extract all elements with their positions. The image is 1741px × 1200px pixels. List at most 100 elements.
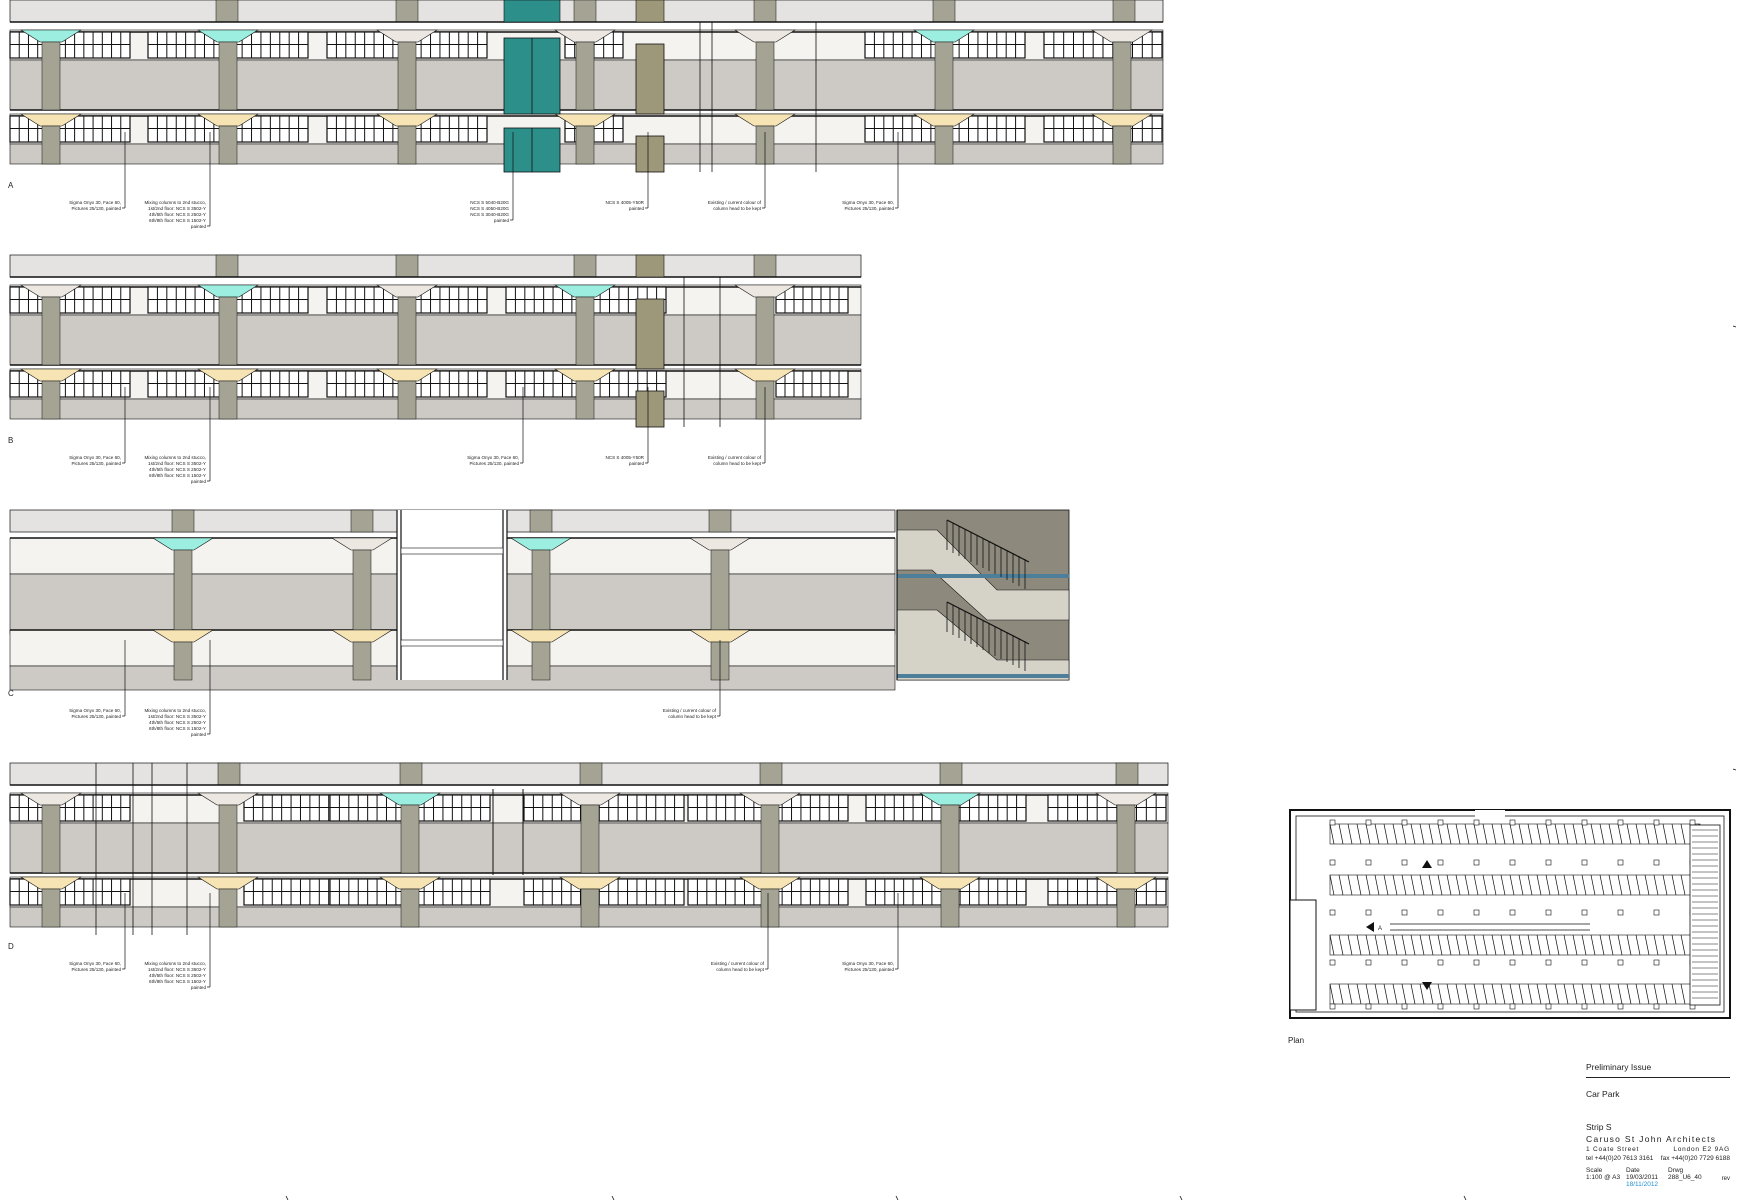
scale-value: 1:100 @ A3 <box>1586 1174 1621 1181</box>
column <box>196 876 260 928</box>
column <box>196 284 260 366</box>
plan-column <box>1653 819 1660 826</box>
section-arrow <box>1366 922 1374 932</box>
plan-column <box>1617 1003 1624 1010</box>
column-head <box>688 629 752 643</box>
column <box>151 537 215 631</box>
parking-bay <box>1347 983 1353 1005</box>
plan-column <box>1689 819 1696 826</box>
parapet-column <box>753 0 777 23</box>
plan-column <box>1437 1003 1444 1010</box>
plan-column <box>1653 909 1660 916</box>
parking-bay <box>1536 874 1542 896</box>
plan-column <box>1509 909 1516 916</box>
parking-bay <box>1437 983 1443 1005</box>
column-shaft <box>531 549 551 631</box>
parking-bay <box>1671 823 1677 845</box>
material-note: 1st/2nd floor: NCS S 3502-Y <box>148 967 206 972</box>
parking-bay <box>1347 934 1353 956</box>
material-note: Sigma Onyx 30, Face 60, <box>842 961 894 966</box>
parapet-column <box>529 509 553 533</box>
parking-bay <box>1464 934 1470 956</box>
parking-bay <box>1680 823 1686 845</box>
parapet-column <box>759 762 783 786</box>
slab-gap <box>10 22 1163 30</box>
parking-bay <box>1455 874 1461 896</box>
edge-tick <box>1732 325 1737 328</box>
column-shaft <box>400 804 420 874</box>
stair-landing <box>897 674 1069 678</box>
column-head <box>553 284 617 298</box>
material-note: Mixing columns to 2nd stucco, <box>144 200 206 205</box>
parking-bay <box>1410 934 1416 956</box>
material-note: painted <box>191 985 207 990</box>
material-note: Sigma Onyx 30, Face 60, <box>842 200 894 205</box>
plan-column <box>1617 819 1624 826</box>
plan-column <box>1329 819 1336 826</box>
parking-bay <box>1419 874 1425 896</box>
parking-bay <box>1338 983 1344 1005</box>
parking-bay <box>1644 934 1650 956</box>
plan-column <box>1401 959 1408 966</box>
parking-bay <box>1608 934 1614 956</box>
parking-bay <box>1437 823 1443 845</box>
lower-void <box>9 398 862 420</box>
material-note: 1st/2nd floor: NCS S 3502-Y <box>148 714 206 719</box>
parking-bay <box>1662 823 1668 845</box>
column <box>733 29 797 111</box>
elevation-c <box>9 509 1070 691</box>
column-head <box>553 29 617 43</box>
material-note: Sigma Onyx 30, Face 60, <box>69 708 121 713</box>
parking-bay <box>1392 874 1398 896</box>
ramp-grille <box>400 547 504 555</box>
column-head <box>912 29 976 43</box>
column <box>1090 29 1154 111</box>
parking-bay <box>1662 934 1668 956</box>
handrail <box>946 519 1030 563</box>
parking-bay <box>1383 823 1389 845</box>
column-shaft <box>575 41 595 111</box>
column-shaft <box>575 380 595 420</box>
column-shaft <box>218 125 238 165</box>
parking-bay <box>1608 823 1614 845</box>
sheet-edge-ticks <box>285 325 1737 1200</box>
plan-label: Plan <box>1288 1036 1304 1045</box>
stair-core <box>1689 824 1721 1006</box>
parking-bay <box>1329 823 1335 845</box>
column-head <box>196 284 260 298</box>
column-shaft <box>755 41 775 111</box>
scale-label: Scale <box>1586 1167 1603 1174</box>
parapet-column <box>217 762 241 786</box>
address-street: 1 Coate Street <box>1586 1146 1640 1153</box>
parking-bay <box>1680 934 1686 956</box>
parking-bay <box>1581 874 1587 896</box>
plan-column <box>1653 959 1660 966</box>
column-head <box>912 113 976 127</box>
parking-bay <box>1419 823 1425 845</box>
column <box>196 368 260 420</box>
parking-bay <box>1626 823 1632 845</box>
column-head <box>330 629 394 643</box>
parking-bay <box>1464 874 1470 896</box>
column-head <box>918 792 982 806</box>
parking-bay <box>1554 934 1560 956</box>
door-top <box>635 0 665 23</box>
column-head <box>378 792 442 806</box>
parapet-column <box>1115 762 1139 786</box>
column <box>1090 113 1154 165</box>
parking-bay <box>1491 934 1497 956</box>
material-note: Mixing columns to 2nd stucco, <box>144 961 206 966</box>
column-head <box>196 876 260 890</box>
parking-bay <box>1527 874 1533 896</box>
column-shaft <box>710 549 730 631</box>
parapet-column <box>753 254 777 278</box>
stair-landing <box>897 574 1069 578</box>
column <box>1094 792 1158 874</box>
column-shaft <box>934 125 954 165</box>
parking-bay <box>1437 874 1443 896</box>
parking-bay <box>1536 823 1542 845</box>
edge-tick <box>1179 1195 1183 1200</box>
parking-bay <box>1563 823 1569 845</box>
material-note: 4th/5th floor: NCS S 2502-Y <box>149 467 206 472</box>
parking-bay <box>1374 983 1380 1005</box>
